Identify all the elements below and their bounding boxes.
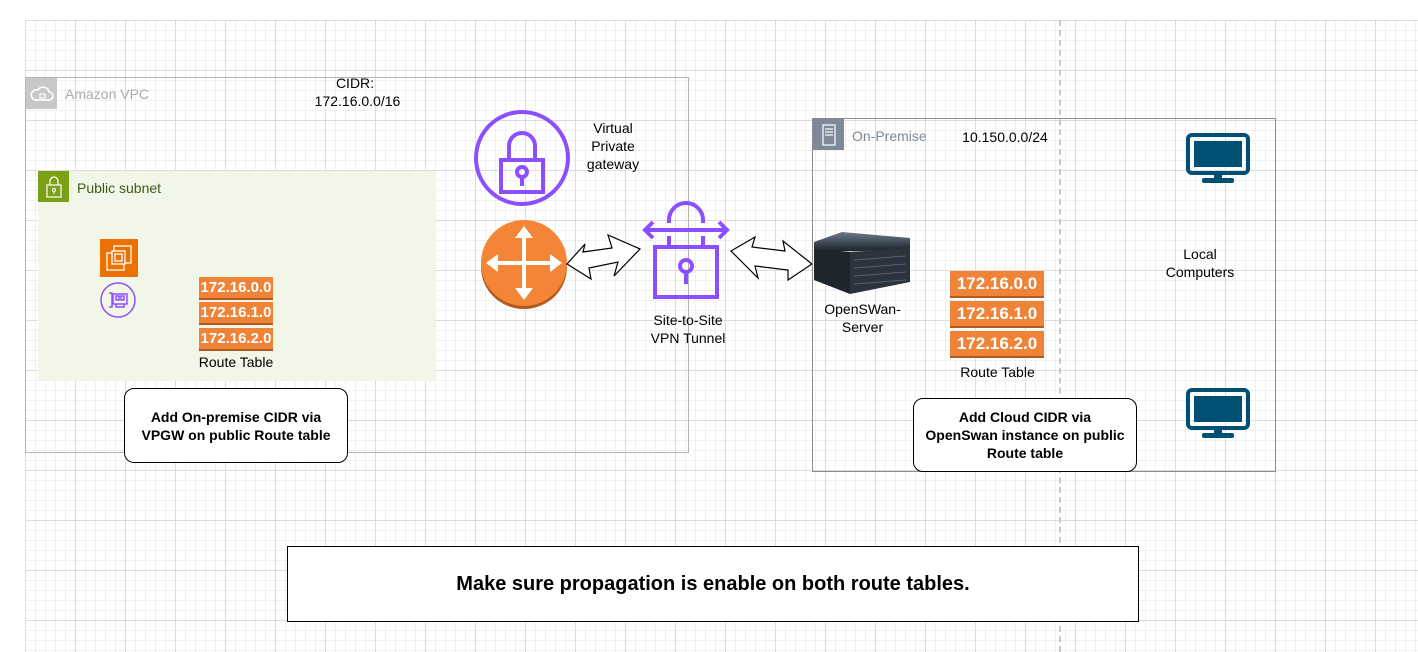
vpc-label: Amazon VPC — [65, 86, 150, 102]
vpc-route-note[interactable]: Add On-premise CIDR via VPGW on public R… — [124, 388, 348, 463]
openswan-server-icon[interactable] — [812, 230, 912, 296]
openswan-server-label: OpenSWan-Server — [824, 301, 901, 335]
subnet-lock-icon — [38, 171, 69, 202]
vpc-route-table-label: Route Table — [198, 354, 274, 370]
network-interface-icon[interactable] — [100, 282, 136, 318]
onprem-route-entry: 172.16.2.0 — [950, 331, 1044, 358]
onprem-route-note[interactable]: Add Cloud CIDR via OpenSwan instance on … — [913, 398, 1137, 472]
diagram-canvas — [25, 20, 1418, 652]
vpc-group[interactable]: Amazon VPC — [25, 77, 689, 453]
on-premise-cidr: 10.150.0.0/24 — [962, 129, 1048, 145]
router-icon[interactable] — [480, 220, 568, 310]
virtual-private-gateway-icon[interactable] — [474, 108, 574, 208]
divider-line — [1059, 20, 1061, 652]
monitor-icon[interactable] — [1186, 388, 1250, 440]
vpc-cidr: 172.16.0.0/16 — [314, 93, 401, 109]
vpc-route-entry: 172.16.0.0 — [199, 277, 273, 300]
subnet-label: Public subnet — [77, 180, 162, 196]
ec2-instance-icon[interactable] — [100, 239, 138, 277]
vpc-route-entry: 172.16.1.0 — [199, 302, 273, 325]
on-premise-label: On-Premise — [852, 128, 927, 144]
server-rack-icon — [813, 119, 844, 150]
onprem-route-table-label: Route Table — [960, 364, 1035, 380]
onprem-route-entry: 172.16.0.0 — [950, 271, 1044, 298]
onprem-route-entry: 172.16.1.0 — [950, 301, 1044, 328]
local-computers-label: Local Computers — [1165, 246, 1235, 280]
vpc-route-entry: 172.16.2.0 — [199, 328, 273, 351]
monitor-icon[interactable] — [1186, 133, 1250, 185]
propagation-note[interactable]: Make sure propagation is enable on both … — [287, 546, 1139, 622]
vgw-label: Virtual Private gateway — [586, 120, 640, 172]
vpn-label: Site-to-Site VPN Tunnel — [650, 312, 726, 346]
bidirectional-arrow-icon — [730, 235, 814, 282]
vpc-cidr-label: CIDR: — [335, 75, 375, 91]
vpn-tunnel-icon[interactable] — [641, 200, 731, 300]
cloud-icon — [26, 78, 57, 109]
bidirectional-arrow-icon — [566, 233, 642, 281]
